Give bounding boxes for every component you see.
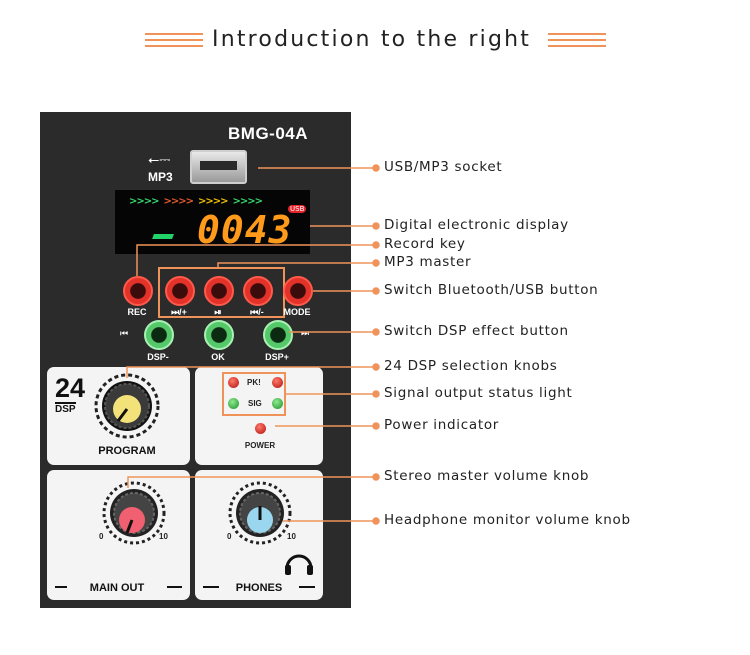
dsp-plus-button[interactable] <box>263 320 293 350</box>
skip-forward-icon: ⏭ <box>301 329 310 339</box>
callout-headphone-volume: Headphone monitor volume knob <box>384 512 631 528</box>
play-label: ⏯ <box>214 307 222 317</box>
sig-led-right <box>272 398 283 409</box>
main-out-card: 0 10 MAIN OUT <box>47 470 190 600</box>
pk-label: PK! <box>247 378 261 387</box>
program-label: PROGRAM <box>98 445 156 457</box>
phones-max: 10 <box>287 532 296 541</box>
callout-mp3-master: MP3 master <box>384 254 472 270</box>
rec-label: REC <box>127 307 147 317</box>
display-dash <box>152 234 174 239</box>
prev-label: ⏮/- <box>250 307 264 317</box>
phones-min: 0 <box>227 532 232 541</box>
prev-button[interactable] <box>243 276 273 306</box>
next-label: ⏭/+ <box>171 307 187 317</box>
right-decoration <box>548 33 606 51</box>
usb-icon: ⭠⎓ <box>148 152 171 168</box>
program-dsp-label: DSP <box>55 402 76 415</box>
main-out-max: 10 <box>159 532 168 541</box>
callout-record-key: Record key <box>384 236 466 252</box>
header: Introduction to the right <box>0 25 750 61</box>
callout-dsp-effect-button: Switch DSP effect button <box>384 323 569 339</box>
program-card: 24 DSP PROGRAM <box>47 367 190 465</box>
callout-usb-socket: USB/MP3 socket <box>384 159 503 175</box>
callout-display: Digital electronic display <box>384 217 569 233</box>
callout-bt-usb-button: Switch Bluetooth/USB button <box>384 282 599 298</box>
sig-led-left <box>228 398 239 409</box>
dsp-minus-button[interactable] <box>144 320 174 350</box>
callout-dsp-knob: 24 DSP selection knobs <box>384 358 558 374</box>
display-arrows: >>>> >>>> >>>> >>>> <box>129 196 263 207</box>
next-button[interactable] <box>165 276 195 306</box>
digital-display: >>>> >>>> >>>> >>>> 0043 USB <box>115 190 310 254</box>
ok-label: OK <box>211 352 225 362</box>
skip-back-icon: ⏮ <box>120 329 129 339</box>
play-pause-button[interactable] <box>204 276 234 306</box>
ok-button[interactable] <box>204 320 234 350</box>
left-decoration <box>145 33 203 51</box>
phones-label: PHONES <box>219 582 299 594</box>
phones-card: 0 10 PHONES <box>195 470 323 600</box>
status-light-frame <box>222 372 286 416</box>
mode-label: MODE <box>283 307 311 317</box>
program-24-label: 24 <box>55 373 86 403</box>
callout-power-indicator: Power indicator <box>384 417 500 433</box>
main-out-min: 0 <box>99 532 104 541</box>
pk-led-left <box>228 377 239 388</box>
dsp-minus-label: DSP- <box>147 352 169 362</box>
power-led <box>255 423 266 434</box>
usb-socket[interactable] <box>190 150 247 184</box>
callout-status-light: Signal output status light <box>384 385 573 401</box>
dsp-plus-label: DSP+ <box>265 352 289 362</box>
main-out-knob[interactable] <box>99 478 169 548</box>
phones-knob[interactable] <box>225 478 295 548</box>
model-label: BMG-04A <box>228 124 309 143</box>
main-out-label: MAIN OUT <box>67 582 167 594</box>
display-digits: 0043 <box>197 208 293 252</box>
status-card: PK! SIG POWER <box>195 367 323 465</box>
sig-label: SIG <box>248 399 262 408</box>
power-label: POWER <box>244 441 276 450</box>
pk-led-right <box>272 377 283 388</box>
rec-button[interactable] <box>123 276 153 306</box>
mixer-panel: BMG-04A ⭠⎓ MP3 >>>> >>>> >>>> >>>> 0043 … <box>40 112 351 608</box>
headphones-icon <box>285 554 313 575</box>
callout-master-volume: Stereo master volume knob <box>384 468 590 484</box>
mp3-label: MP3 <box>148 170 173 184</box>
page-title: Introduction to the right <box>212 27 532 52</box>
program-knob[interactable] <box>92 371 162 441</box>
display-usb-tag: USB <box>288 205 307 213</box>
mode-button[interactable] <box>283 276 313 306</box>
